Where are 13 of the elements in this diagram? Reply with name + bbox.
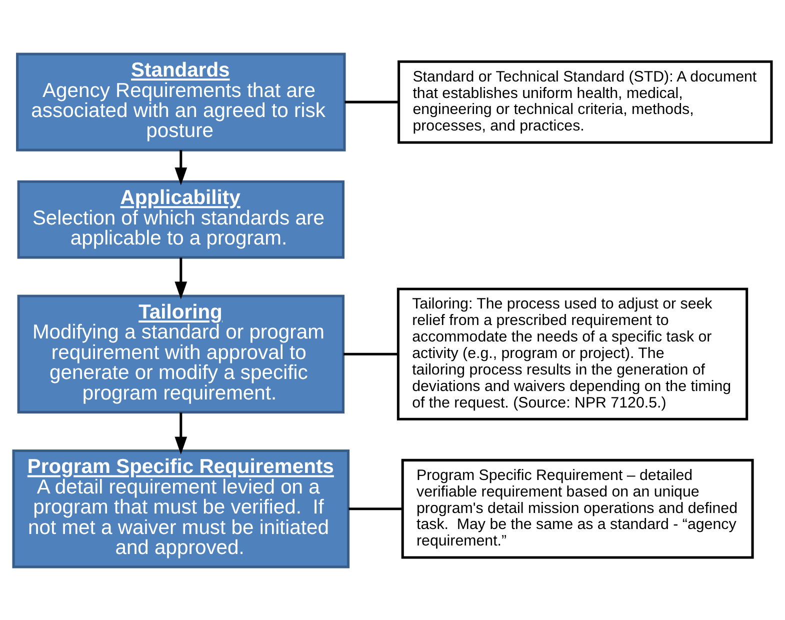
node-box: Applicability Selection of which standards are applicable to a program.: [17, 180, 344, 258]
node-box: Program Specific Requirement – detailed verifiable requirement based on an unique program's detail mission operations and defined task. May be the same as a standard - “agency requirement.”: [401, 458, 754, 558]
node-box: Tailoring: The process used to adjust or seek relief from a prescribed requirement to accommodate the needs of a specific task or activity (e.g., program or project). The tailoring process results in the generation of deviations and waivers depending on the timing of the request. (Source: NPR 7120.5.): [396, 287, 748, 420]
node-box: Program Specific Requirements A detail requirement levied on a program that must be verified. If not met a waiver must be initiated and approved.: [12, 448, 350, 568]
node-box: Tailoring Modifying a standard or program requirement with approval to generate or modify a specific program requirement.: [17, 294, 344, 413]
arrow: [174, 150, 188, 185]
arrow: [174, 257, 188, 299]
arrow: [174, 412, 188, 454]
connector: [348, 507, 402, 510]
node-box: Standards Agency Requirements that are associated with an agreed to risk posture: [16, 52, 346, 151]
connector: [344, 100, 399, 103]
connector: [343, 352, 398, 355]
node-box: Standard or Technical Standard (STD): A document that establishes uniform health, medical, engineering or technical criteria, methods, processes, and practices.: [398, 60, 773, 144]
